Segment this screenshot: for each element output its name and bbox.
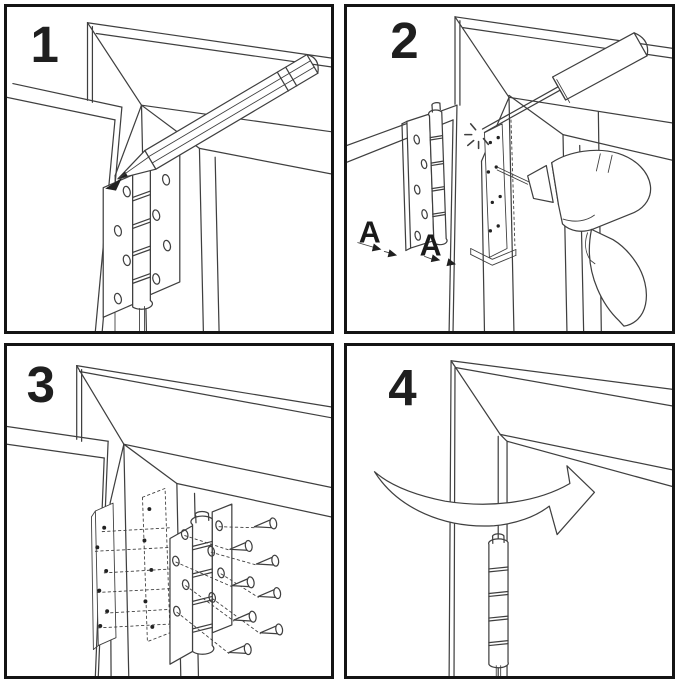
screw-icon: [257, 587, 282, 600]
dim-label-a2: A: [420, 228, 442, 262]
panel-step-3: 3: [4, 343, 334, 679]
dimension-a-1: A: [357, 216, 398, 258]
panel-step-1: 1: [4, 4, 334, 334]
panel-number: 1: [31, 16, 59, 73]
projection-plane-icon: [142, 487, 171, 643]
panel-number: 2: [390, 12, 418, 69]
screws-icon: [228, 517, 284, 656]
pencil-icon: [117, 54, 319, 180]
marker-arrow-icon: [105, 177, 122, 191]
mortise-marks-icon: [470, 119, 517, 266]
hinge-icon: [169, 503, 233, 665]
screw-icon: [231, 576, 255, 589]
step-1-illustration: 1: [7, 16, 331, 331]
screw-icon: [255, 554, 280, 567]
panel-number: 4: [388, 359, 417, 416]
panel-number: 3: [27, 356, 55, 413]
standing-hinge-icon: [401, 102, 448, 252]
dimension-a-2: A: [420, 228, 456, 267]
panel-step-2: A A 2: [344, 4, 675, 334]
hinge-pin-icon: [488, 533, 509, 676]
step-4-illustration: 4: [373, 359, 672, 676]
impact-star-icon: [464, 123, 490, 150]
screw-icon: [229, 539, 253, 553]
step-3-illustration: 3: [7, 356, 331, 676]
dim-label-a1: A: [359, 216, 381, 250]
step-2-illustration: A A 2: [347, 12, 672, 331]
guide-lines-right: [175, 526, 261, 654]
scriber-awl-icon: [481, 32, 649, 133]
panel-step-4: 4: [344, 343, 675, 679]
screw-icon: [228, 643, 252, 656]
screw-icon: [233, 610, 257, 623]
screw-icon: [259, 623, 284, 636]
guide-lines-left: [94, 527, 173, 629]
drill-icon: [496, 149, 652, 327]
rotation-arrow-icon: [373, 465, 596, 536]
screw-icon: [253, 517, 278, 530]
hinge-icon: [102, 151, 181, 331]
mortise-marks-icon: [90, 502, 117, 650]
